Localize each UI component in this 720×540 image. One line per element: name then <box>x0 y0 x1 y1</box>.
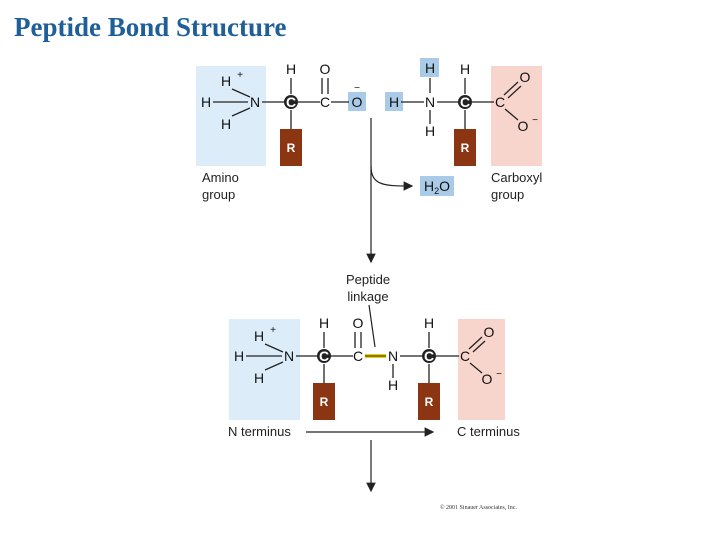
nitrogen-atom: N <box>425 94 435 110</box>
n-terminus-highlight <box>229 319 300 420</box>
hydrogen-atom: H <box>254 370 264 386</box>
r-group-box <box>418 383 440 420</box>
dipeptide: H + H H N C H R C O N H C H R C <box>234 315 502 420</box>
amino-acid-1: H + H H N C H R C O O − <box>201 61 363 166</box>
r-group-label: R <box>287 141 296 155</box>
water-molecule-label: H2O <box>424 178 450 196</box>
alpha-carbon <box>317 349 331 363</box>
amino-group-label: group <box>202 187 235 202</box>
nitrogen-atom: N <box>388 348 398 364</box>
oxygen-atom: O <box>352 94 363 110</box>
oxygen-atom: O <box>320 61 331 77</box>
carbon-atom: C <box>460 94 470 110</box>
r-group-box <box>454 129 476 166</box>
carboxyl-group-label: Carboxyl <box>491 170 542 185</box>
peptide-linkage-label: linkage <box>347 289 388 304</box>
hydrogen-atom: H <box>424 315 434 331</box>
carbon-atom: C <box>353 348 363 364</box>
positive-charge: + <box>237 70 243 81</box>
alpha-carbon <box>458 95 472 109</box>
carbon-atom: C <box>424 348 434 364</box>
hydrogen-atom: H <box>234 348 244 364</box>
negative-charge: − <box>354 83 360 94</box>
hydrogen-atom: H <box>388 377 398 393</box>
amino-group-label: Amino <box>202 170 239 185</box>
oxygen-atom: O <box>482 371 493 387</box>
hydrogen-atom: H <box>319 315 329 331</box>
oxygen-atom: O <box>484 324 495 340</box>
hydrogen-atom: H <box>425 60 435 76</box>
n-terminus-label: N terminus <box>228 424 291 439</box>
page-title: Peptide Bond Structure <box>14 12 287 42</box>
peptide-linkage-pointer <box>368 304 376 348</box>
carbon-atom: C <box>319 348 329 364</box>
water-highlight <box>420 176 454 196</box>
hydrogen-atom: H <box>221 73 231 89</box>
oxygen-atom: O <box>518 118 529 134</box>
alpha-carbon <box>422 349 436 363</box>
amino-acid-2: H H N H C H R C O O − <box>389 60 538 166</box>
nitrogen-atom: N <box>250 94 260 110</box>
amino-group-highlight <box>196 66 266 166</box>
r-group-box <box>280 129 302 166</box>
hydrogen-atom: H <box>286 61 296 77</box>
c-terminus-label: C terminus <box>457 424 520 439</box>
r-group-label: R <box>320 395 329 409</box>
r-group-label: R <box>461 141 470 155</box>
water-hydrogen-highlight <box>385 92 403 111</box>
carboxyl-group-label: group <box>491 187 524 202</box>
alpha-carbon <box>284 95 298 109</box>
r-group-box <box>313 383 335 420</box>
water-release-arrow <box>370 165 414 191</box>
carbon-atom: C <box>495 94 505 110</box>
hydrogen-atom: H <box>221 116 231 132</box>
peptide-linkage-label: Peptide <box>346 272 390 287</box>
oxygen-atom: O <box>520 69 531 85</box>
positive-charge: + <box>270 325 276 336</box>
oxygen-atom: O <box>353 315 364 331</box>
carbon-atom: C <box>286 94 296 110</box>
negative-charge: − <box>532 115 538 126</box>
hydrogen-atom: H <box>201 94 211 110</box>
copyright-notice: © 2001 Sinauer Associates, Inc. <box>440 504 517 511</box>
hydrogen-atom: H <box>254 328 264 344</box>
hydrogen-atom: H <box>425 123 435 139</box>
water-hydrogen-highlight <box>420 58 439 77</box>
hydrogen-atom: H <box>460 61 470 77</box>
nitrogen-atom: N <box>284 348 294 364</box>
r-group-label: R <box>425 395 434 409</box>
hydrogen-atom: H <box>389 94 399 110</box>
negative-charge: − <box>496 369 502 380</box>
carbon-atom: C <box>320 94 330 110</box>
c-terminus-highlight <box>458 319 505 420</box>
carbon-atom: C <box>460 348 470 364</box>
water-oxygen-highlight <box>348 92 366 111</box>
